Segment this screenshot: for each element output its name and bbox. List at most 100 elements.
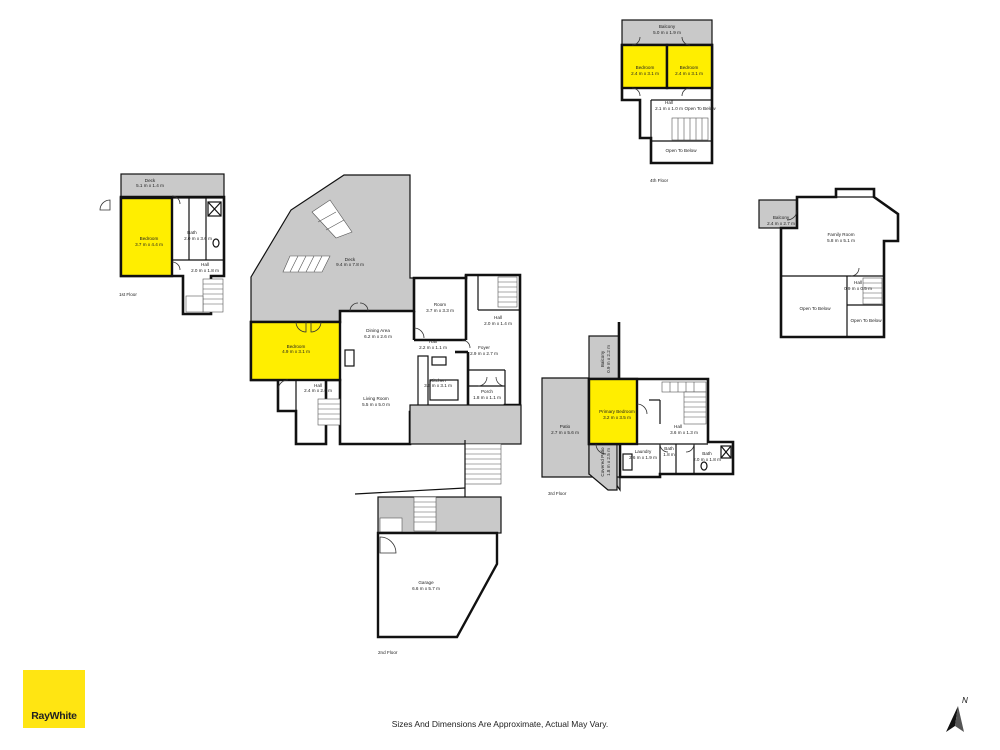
- laundry-name: Laundry: [635, 449, 652, 454]
- fifth-hall-name: Hall: [854, 280, 862, 285]
- living-name: Living Room: [363, 396, 389, 401]
- third-floor-label: 3rd Floor: [548, 491, 567, 496]
- toilet: [212, 238, 220, 248]
- laundry-dims: 2.6 m x 1.9 m: [629, 455, 657, 460]
- third-bath-dims: 2.0 m x 1.8 m: [693, 457, 721, 462]
- fifth-floor-plan: Balcony 2.4 m x 2.7 m Family Room 5.8 m …: [758, 187, 900, 339]
- first-floor-plan: Deck 5.1 m x 1.4 m Bedroom 3.7 m x 4.4 m…: [99, 173, 226, 316]
- garage: [376, 531, 499, 639]
- fifth-open-below-a: Open To Below: [799, 306, 831, 311]
- fourth-floor-plan: Balcony 5.0 m x 1.9 m Bedroom 2.4 m x 3.…: [620, 19, 716, 183]
- north-arrow-icon: N: [946, 696, 968, 732]
- first-hall-name: Hall: [201, 262, 209, 267]
- primary-bedroom-name: Primary Bedroom: [599, 409, 635, 414]
- second-bedroom: [249, 320, 342, 382]
- covered-patio-dims: 1.8 m x 2.5 m: [606, 448, 611, 476]
- fourth-open-below-b: Open To Below: [665, 148, 697, 153]
- second-floor-label: 2nd Floor: [378, 650, 398, 655]
- kitchen-counter: [417, 355, 429, 409]
- patio-name: Patio: [560, 424, 571, 429]
- first-deck: [120, 173, 225, 199]
- third-bath-small-dims: 1.8 m: [663, 452, 675, 457]
- living-dims: 5.5 m x 5.0 m: [362, 402, 390, 407]
- fifth-balcony-name: Balcony: [773, 215, 790, 220]
- dining-dims: 6.2 m x 2.6 m: [364, 334, 392, 339]
- disclaimer-text: Sizes And Dimensions Are Approximate, Ac…: [391, 719, 609, 729]
- third-balcony-name: Balcony: [600, 350, 605, 367]
- second-bedroom-name: Bedroom: [287, 344, 306, 349]
- primary-bedroom: [587, 377, 639, 446]
- room-dims: 3.7 m x 3.3 m: [426, 308, 454, 313]
- kitchen-dims: 3.5 m x 3.1 m: [424, 383, 452, 388]
- north-letter: N: [962, 696, 968, 705]
- porch-name: Porch: [481, 389, 493, 394]
- first-bath-name: Bath: [187, 230, 197, 235]
- second-stairs-right: [497, 276, 518, 308]
- third-stairs: [661, 381, 707, 425]
- second-floor-plan: Deck 9.4 m x 7.8 m Bedroom 4.9 m x 3.1 m…: [249, 174, 522, 655]
- toilet: [700, 461, 708, 471]
- fourth-bedroom-left-dims: 2.4 m x 3.1 m: [631, 71, 659, 76]
- north-arrow-right-half: [955, 706, 964, 732]
- second-deck: [250, 174, 415, 323]
- first-bedroom-name: Bedroom: [140, 236, 159, 241]
- fourth-hall-name: Hall: [665, 100, 673, 105]
- third-floor-plan: Balcony 0.9 m x 2.2 m Patio 2.7 m x 5.6 …: [541, 322, 735, 496]
- family-name: Family Room: [827, 232, 854, 237]
- first-hall-dims: 2.0 m x 1.8 m: [191, 268, 219, 273]
- deck-stairs: [282, 199, 353, 273]
- third-balcony: [588, 335, 620, 380]
- kitchen-name: Kitchen: [430, 378, 446, 383]
- fifth-floor-outline: [779, 187, 900, 339]
- north-arrow-left-half: [946, 706, 958, 732]
- second-hall-bed-name: Hall: [314, 383, 322, 388]
- garage-name: Garage: [418, 580, 434, 585]
- fourth-floor-label: 4th Floor: [650, 178, 669, 183]
- second-hall-mid-dims: 2.2 m x 1.1 m: [419, 345, 447, 350]
- fourth-open-below-a: Open To Below: [684, 106, 716, 111]
- first-floor-label: 1st Floor: [119, 292, 137, 297]
- first-deck-dims: 5.1 m x 1.4 m: [136, 183, 164, 188]
- fifth-open-below-b: Open To Below: [850, 318, 882, 323]
- shower: [720, 445, 732, 459]
- second-deck-dims: 9.4 m x 7.8 m: [336, 262, 364, 267]
- second-hall-right-dims: 2.0 m x 1.4 m: [484, 321, 512, 326]
- third-bath-small-name: Bath: [664, 446, 674, 451]
- third-bath-name: Bath: [702, 451, 712, 456]
- garage-dims: 6.6 m x 5.7 m: [412, 586, 440, 591]
- foyer-name: Foyer: [478, 345, 490, 350]
- kitchen-island: [429, 379, 459, 401]
- fourth-bedroom-right-name: Bedroom: [680, 65, 699, 70]
- fourth-stairs: [671, 117, 709, 141]
- third-hall-name: Hall: [674, 424, 682, 429]
- garage-stairs: [379, 496, 437, 533]
- first-bedroom: [119, 196, 174, 278]
- primary-bedroom-dims: 3.2 m x 3.5 m: [603, 415, 631, 420]
- dining-name: Dining Area: [366, 328, 390, 333]
- shower: [207, 201, 222, 217]
- third-balcony-dims: 0.9 m x 2.2 m: [606, 345, 611, 373]
- washer: [622, 453, 633, 471]
- covered-patio-name: Covered Patio: [600, 447, 605, 477]
- fifth-balcony-dims: 2.4 m x 2.7 m: [767, 221, 795, 226]
- fifth-hall-dims: 0.9 m x 0.5 m: [844, 286, 872, 291]
- fourth-balcony-dims: 5.0 m x 1.9 m: [653, 30, 681, 35]
- entry-walkway: [409, 404, 522, 445]
- fourth-bedroom-left-name: Bedroom: [636, 65, 655, 70]
- second-stairs-left: [317, 398, 341, 426]
- second-deck-name: Deck: [345, 257, 356, 262]
- third-hall-dims: 3.6 m x 1.3 m: [670, 430, 698, 435]
- fifth-stairs: [862, 277, 883, 305]
- room-name: Room: [434, 302, 446, 307]
- first-bath-dims: 2.0 m x 3.6 m: [184, 236, 212, 241]
- first-stairs: [185, 278, 224, 313]
- first-bedroom-dims: 3.7 m x 4.4 m: [135, 242, 163, 247]
- fireplace: [344, 349, 355, 367]
- second-hall-bed-dims: 2.4 m x 2.0 m: [304, 388, 332, 393]
- fourth-bedroom-right-dims: 2.4 m x 3.1 m: [675, 71, 703, 76]
- logo-text: RayWhite: [31, 710, 77, 722]
- porch-dims: 1.8 m x 1.1 m: [473, 395, 501, 400]
- second-hall-right-name: Hall: [494, 315, 502, 320]
- raywhite-logo: RayWhite: [23, 670, 85, 728]
